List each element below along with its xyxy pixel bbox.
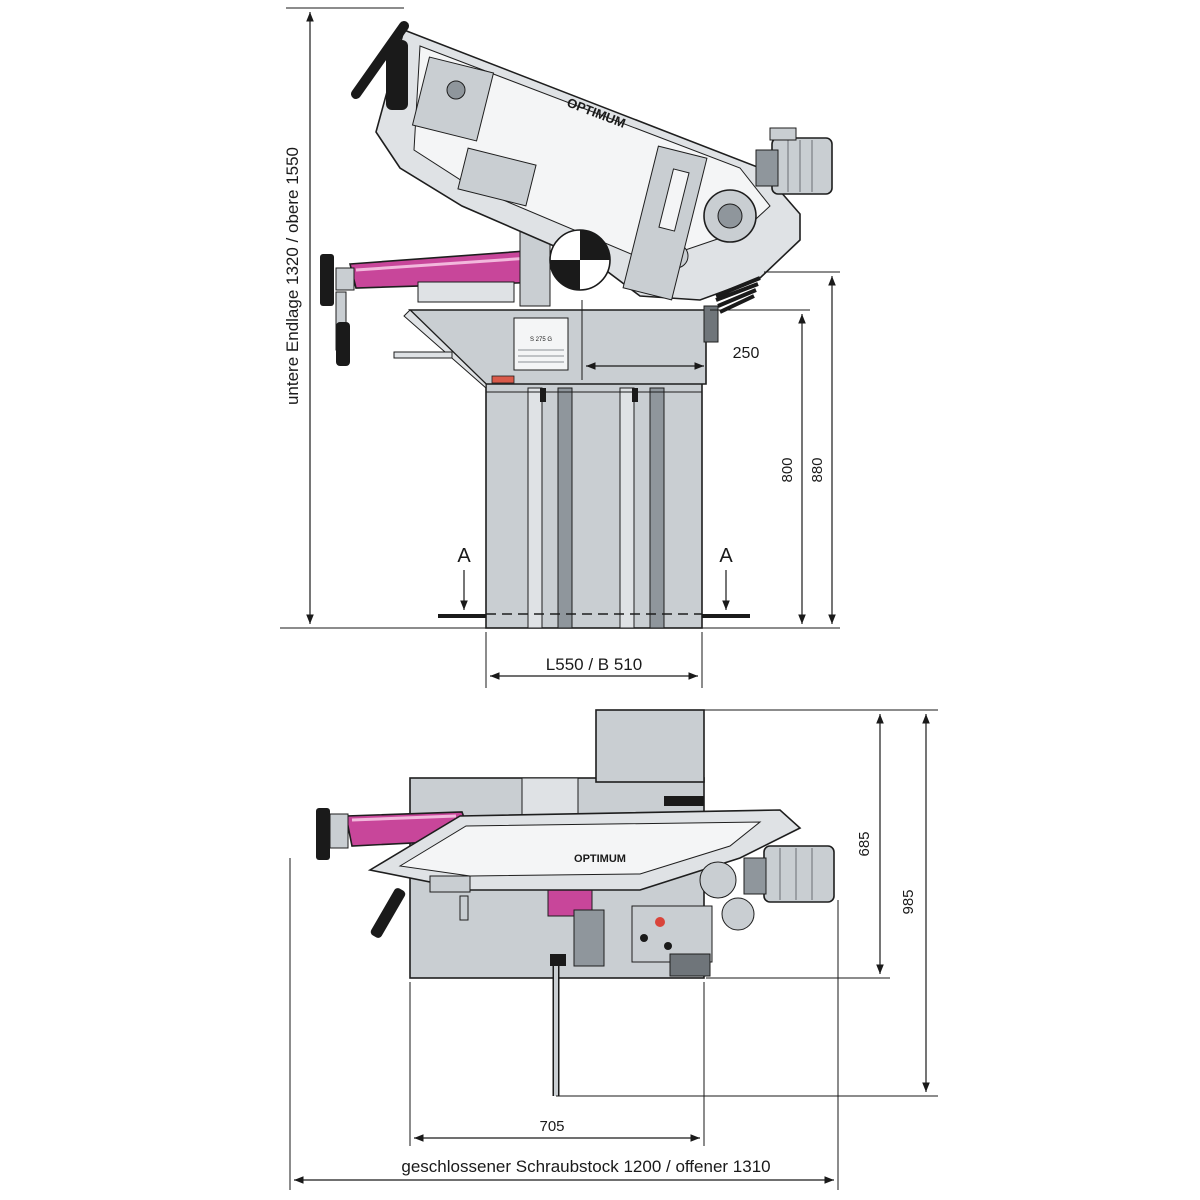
brand-label-top: OPTIMUM: [574, 853, 626, 865]
section-letter-left: A: [457, 545, 471, 567]
dim-overall-width: geschlossener Schraubstock 1200 / offene…: [289, 858, 839, 1190]
vise-arm: [320, 225, 551, 366]
overall-width-label: geschlossener Schraubstock 1200 / offene…: [401, 1157, 770, 1176]
dim-250: 250: [581, 300, 760, 380]
dim-880-label: 880: [809, 457, 826, 482]
motor: [755, 127, 833, 195]
front-view: S 275 G OPTIMUM: [280, 7, 840, 688]
dim-705-label: 705: [539, 1118, 564, 1135]
dim-height: untere Endlage 1320 / obere 1550: [280, 7, 486, 629]
base-cabinet: [485, 381, 703, 629]
dim-880: 880: [764, 271, 840, 624]
dim-985-label: 985: [900, 889, 917, 914]
dim-685-label: 685: [856, 831, 873, 856]
footprint-label: L550 / B 510: [546, 655, 642, 674]
saw-arm: OPTIMUM: [351, 21, 833, 314]
dim-footprint: L550 / B 510: [485, 632, 703, 688]
saw-arm-top: OPTIMUM: [367, 809, 835, 1096]
section-mark-right: A: [702, 545, 750, 618]
motor-top: [743, 845, 835, 903]
height-label: untere Endlage 1320 / obere 1550: [283, 147, 302, 405]
dim-985: 985: [556, 709, 938, 1097]
dim-800-label: 800: [779, 457, 796, 482]
dim-800: 800: [702, 309, 840, 629]
top-view: OPTIMUM: [289, 709, 938, 1190]
dim-705: 705: [409, 982, 705, 1146]
plate-model: S 275 G: [530, 337, 552, 343]
dim-685: 685: [704, 709, 890, 979]
table-top: S 275 G: [393, 305, 719, 390]
section-mark-left: A: [438, 545, 486, 618]
control-plate: [513, 317, 569, 371]
dim-250-label: 250: [733, 345, 760, 362]
section-letter-right: A: [719, 545, 733, 567]
workpiece-symbol: [549, 229, 611, 291]
